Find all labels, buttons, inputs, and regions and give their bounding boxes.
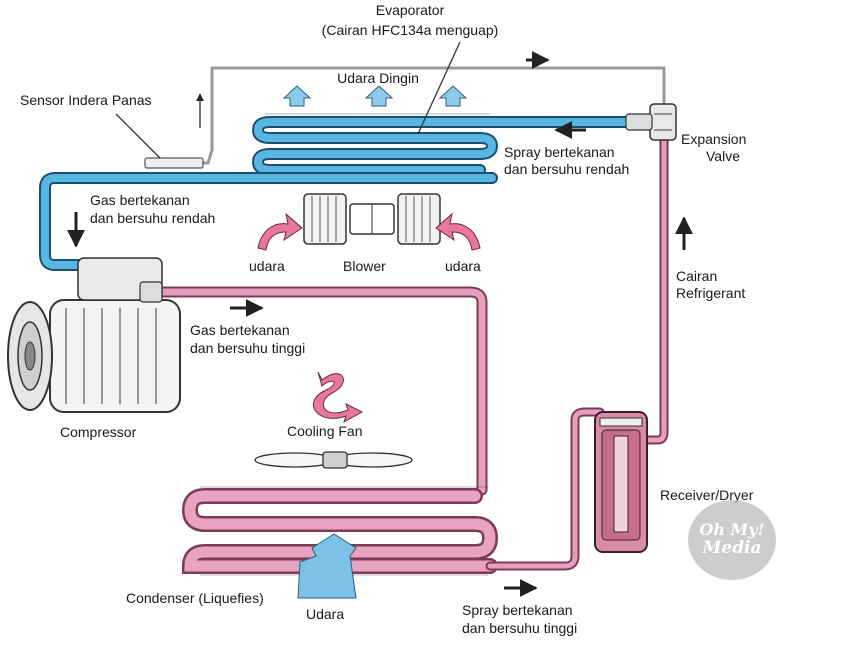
hot-air-wavy-arrow	[313, 371, 364, 424]
high-gas-label-line2: dan bersuhu tinggi	[190, 340, 306, 356]
low-spray-label-line2: dan bersuhu rendah	[504, 161, 630, 177]
cooling-fan	[254, 451, 413, 469]
condenser-outlet-line	[485, 407, 605, 571]
blower-label: Blower	[343, 258, 386, 274]
liquid-refrigerant-label-line2: Refrigerant	[676, 285, 746, 301]
compressor-label: Compressor	[60, 424, 137, 440]
high-gas-label-line1: Gas bertekanan	[190, 322, 290, 338]
receiver-dryer	[594, 411, 648, 553]
leader-lines	[115, 41, 461, 159]
condenser-label: Condenser (Liquefies)	[126, 590, 264, 606]
heat-sensor-label: Sensor Indera Panas	[20, 92, 152, 108]
expansion-valve-label-line1: Expansion	[681, 131, 747, 147]
high-pressure-discharge-line	[154, 286, 488, 496]
liquid-line	[640, 125, 669, 445]
liquid-refrigerant-label-line1: Cairan	[676, 268, 718, 284]
expansion-valve	[625, 103, 677, 141]
cold-air-label: Udara Dingin	[337, 70, 419, 86]
air-bottom-label: Udara	[306, 606, 345, 622]
watermark-line1: Oh My!	[699, 520, 765, 539]
high-spray-label-line1: Spray bertekanan	[462, 602, 573, 618]
cold-air-arrows	[282, 85, 468, 107]
expansion-valve-label-line2: Valve	[706, 148, 740, 164]
receiver-dryer-label: Receiver/Dryer	[660, 487, 754, 503]
low-pressure-suction-line	[39, 172, 498, 271]
air-right-label: udara	[445, 258, 481, 274]
condenser-air-arrow	[297, 533, 357, 599]
blower	[303, 193, 441, 245]
air-left-label: udara	[249, 258, 285, 274]
air-intake-arrows	[257, 212, 481, 251]
evaporator-coil	[251, 113, 666, 179]
cooling-fan-label: Cooling Fan	[287, 423, 363, 439]
low-gas-label-line1: Gas bertekanan	[90, 192, 190, 208]
evaporator-title: Evaporator	[375, 2, 445, 18]
flow-arrows	[67, 51, 693, 597]
sensor-capillary-line	[200, 66, 666, 165]
compressor	[7, 257, 181, 413]
low-gas-label-line2: dan bersuhu rendah	[90, 210, 216, 226]
low-spray-label-line1: Spray bertekanan	[504, 144, 615, 160]
watermark-logo: Oh My! Media	[688, 500, 776, 580]
heat-sensor-bulb	[144, 157, 204, 169]
watermark-line2: Media	[702, 538, 762, 558]
evaporator-subtitle: (Cairan HFC134a menguap)	[321, 22, 499, 38]
high-spray-label-line2: dan bersuhu tinggi	[462, 620, 578, 636]
